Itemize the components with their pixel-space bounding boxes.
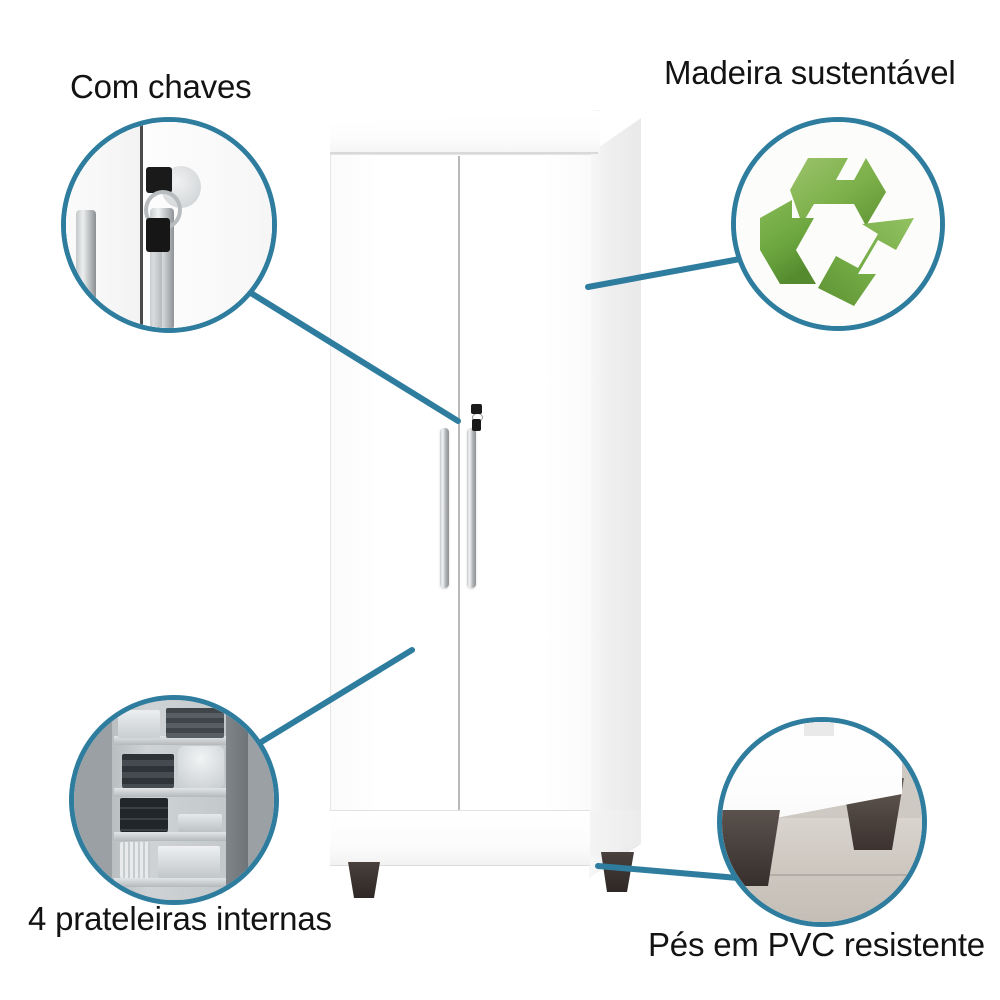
shelf-board: [114, 878, 226, 887]
shelf-board: [114, 736, 226, 745]
key-head-upper: [146, 167, 172, 193]
cabinet-top-edge: [330, 152, 598, 154]
recycle-arrow-top: [790, 158, 886, 226]
cabinet-key-body: [472, 419, 481, 431]
callout-circle-wood: [736, 122, 940, 326]
callout-label-wood: Madeira sustentável: [664, 54, 956, 91]
shelf-item-stack: [122, 754, 174, 788]
callout-label-keys: Com chaves: [70, 68, 252, 105]
interior-shelves-icon: [74, 700, 274, 900]
shelf-item-stack: [166, 708, 224, 738]
recycle-arrow-right: [818, 218, 914, 306]
cabinet-skirt: [330, 810, 590, 866]
shelf-item-plates: [158, 846, 220, 878]
pvc-foot-icon: [722, 722, 922, 922]
key-head-lower: [146, 218, 170, 252]
door-seam: [140, 122, 143, 328]
shelf-item-box: [118, 710, 160, 738]
shelf-item-bowl: [178, 746, 224, 788]
connector-line-feet: [595, 863, 741, 881]
cabinet-front-doors: [330, 154, 591, 865]
recycle-icon: [736, 122, 940, 326]
cabinet-product-image: [330, 110, 641, 900]
connector-line-shelves: [255, 647, 415, 747]
shelf-item-trays: [120, 798, 168, 832]
lock-and-key-icon: [66, 122, 272, 328]
handle-left-zoom: [76, 210, 96, 328]
shelf-board: [114, 832, 226, 841]
shelf-board: [114, 788, 226, 797]
callout-circle-feet: [722, 722, 922, 922]
cabinet-door-gap: [458, 156, 460, 864]
cabinet-side-panel: [589, 118, 641, 878]
recycle-arrow-left: [760, 200, 816, 284]
callout-circle-keys: [66, 122, 272, 328]
key-shaft: [154, 250, 162, 328]
floor-seam: [722, 874, 922, 876]
connector-line-keys: [243, 287, 461, 424]
connector-line-wood: [585, 256, 743, 290]
cabinet-handle-right: [467, 428, 476, 588]
shelf-item-ribbed: [120, 842, 150, 878]
cabinet-key-head: [471, 404, 482, 414]
cabinet-foot-left: [348, 862, 380, 898]
callout-label-shelves: 4 prateleiras internas: [28, 900, 332, 937]
shelf-item-cups: [178, 814, 222, 832]
cabinet-notch: [804, 722, 834, 736]
cabinet-handle-left: [440, 428, 449, 588]
callout-label-feet: Pés em PVC resistente: [648, 926, 985, 963]
callout-circle-shelves: [74, 700, 274, 900]
shelf-cabinet-wall: [226, 700, 248, 900]
